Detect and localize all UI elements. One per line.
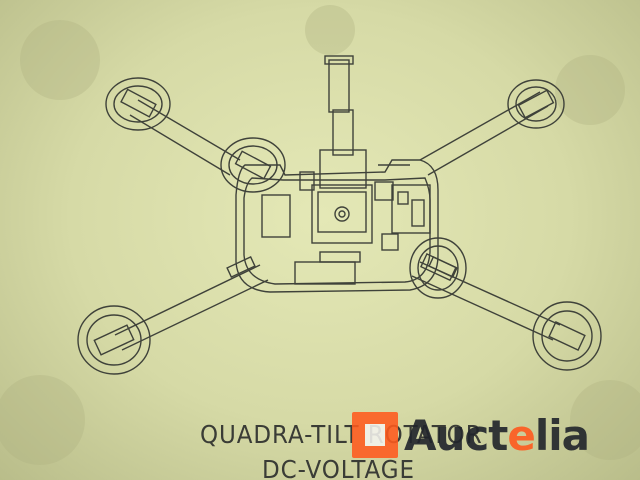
central-frame: [235, 55, 439, 293]
wordmark-part2: lia: [534, 410, 590, 460]
wordmark-accent-letter: e: [507, 410, 535, 460]
wordmark-part1: Auct: [404, 410, 508, 460]
arm-top-left: [129, 99, 241, 176]
drawing-title-line2: DC-VOLTAGE: [262, 455, 415, 480]
suction-pad-bottom-left: [77, 305, 151, 375]
suction-pad-bottom-right-inner: [409, 237, 467, 299]
auctelia-wordmark: Auctelia: [404, 410, 590, 460]
auctelia-logo-icon: [352, 412, 398, 458]
auctelia-watermark: Auctelia: [352, 410, 590, 460]
arm-top-right: [419, 91, 549, 176]
arm-bottom-left: [114, 256, 269, 351]
suction-pad-top-left: [105, 77, 171, 131]
suction-pad-top-right: [507, 79, 565, 129]
paper-texture: [0, 5, 640, 465]
drawing-title-line1: QUADRA-TILT ROTATOR: [200, 420, 483, 449]
suction-pad-top-left-inner: [220, 137, 286, 193]
suction-pad-bottom-right: [532, 301, 602, 371]
arm-bottom-right: [411, 256, 561, 341]
